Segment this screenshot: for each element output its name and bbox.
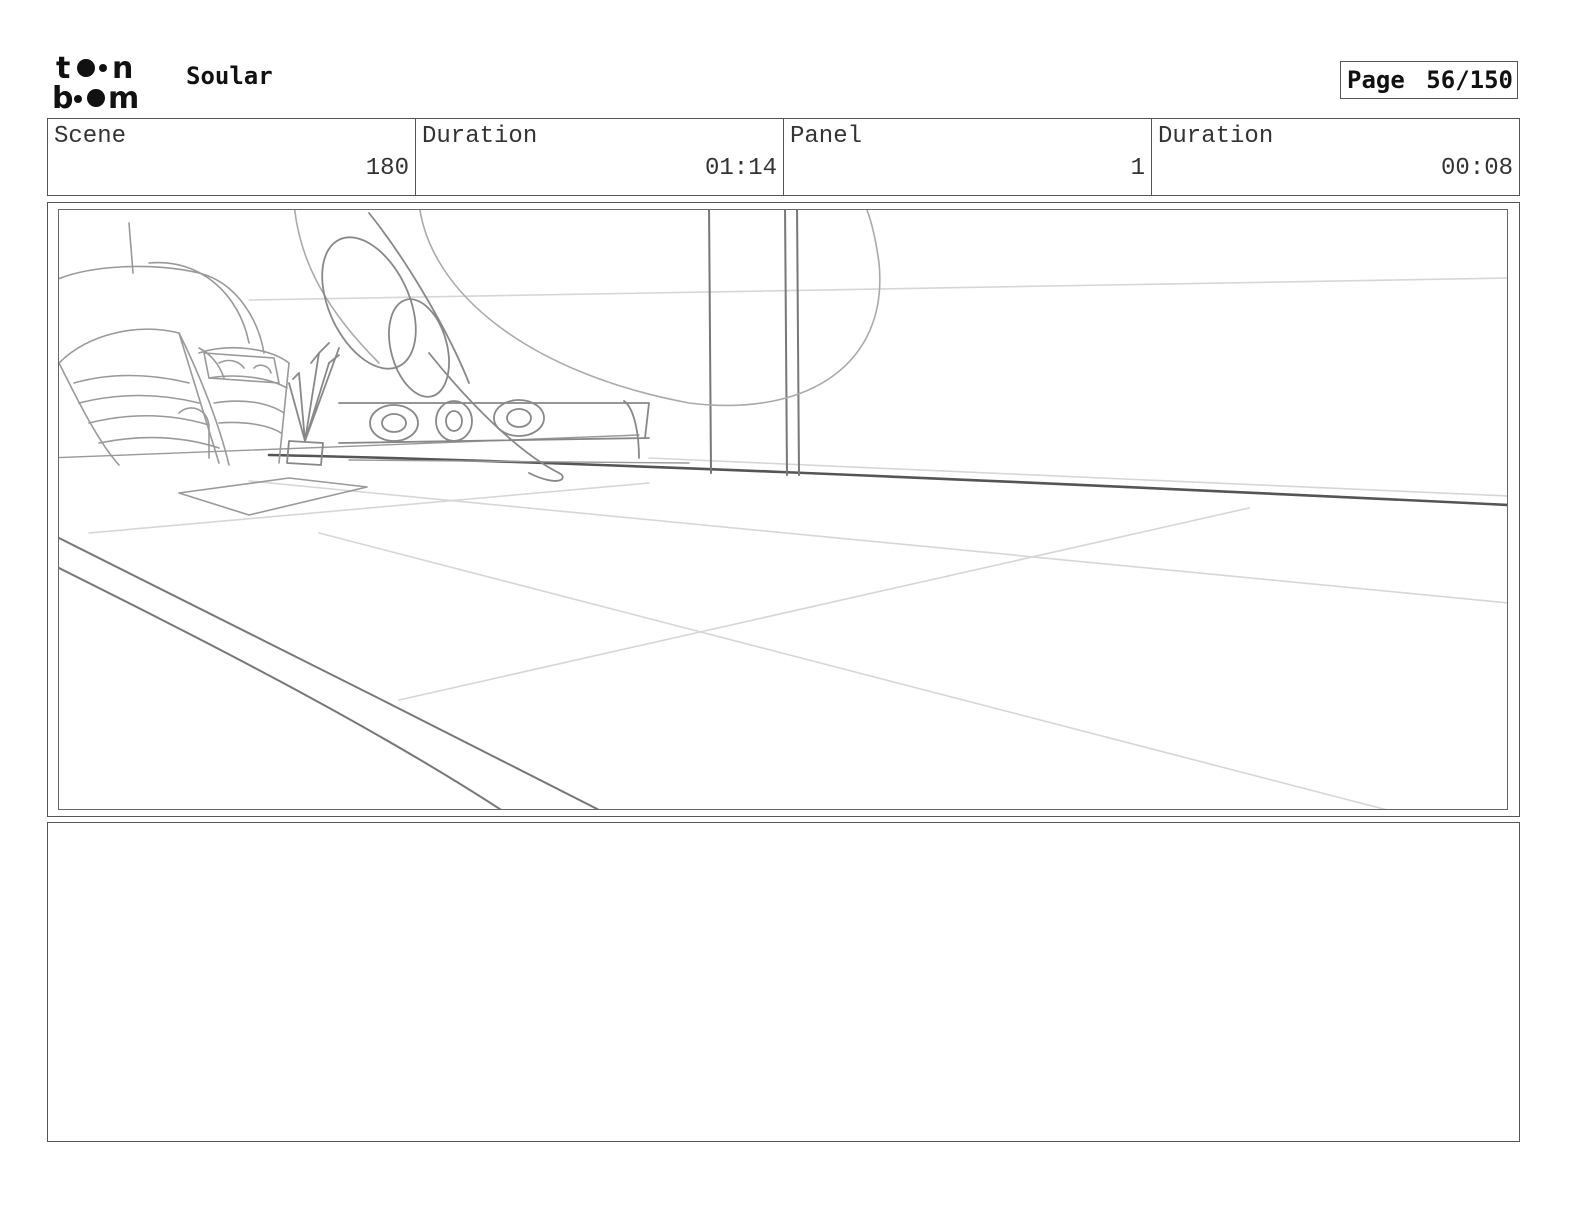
page-indicator: Page 56/150 (1340, 61, 1518, 99)
project-title: Soular (186, 62, 273, 90)
panel-cell: Panel 1 (784, 119, 1152, 195)
panel-label: Panel (790, 123, 863, 150)
scene-duration-value: 01:14 (704, 155, 777, 182)
toon-boom-logo: t n b m (52, 52, 139, 112)
scene-label: Scene (54, 123, 127, 150)
page-label: Page (1347, 66, 1405, 94)
pencil-sketch-image (59, 210, 1507, 809)
storyboard-panel-frame (47, 202, 1520, 817)
scene-value: 180 (365, 155, 409, 182)
panel-info-row: Scene 180 Duration 01:14 Panel 1 Duratio… (47, 118, 1520, 196)
panel-value: 1 (1130, 155, 1145, 182)
panel-duration-label: Duration (1158, 123, 1274, 150)
panel-duration-value: 00:08 (1440, 155, 1513, 182)
scene-duration-cell: Duration 01:14 (416, 119, 784, 195)
svg-text:b: b (52, 81, 73, 112)
scene-duration-label: Duration (422, 123, 538, 150)
svg-text:t: t (56, 52, 70, 86)
scene-cell: Scene 180 (48, 119, 416, 195)
page-number: 56/150 (1426, 66, 1513, 94)
storyboard-sketch (58, 209, 1508, 810)
svg-text:m: m (108, 81, 139, 112)
panel-notes-area[interactable] (47, 822, 1520, 1142)
panel-duration-cell: Duration 00:08 (1152, 119, 1519, 195)
svg-text:n: n (112, 52, 133, 86)
